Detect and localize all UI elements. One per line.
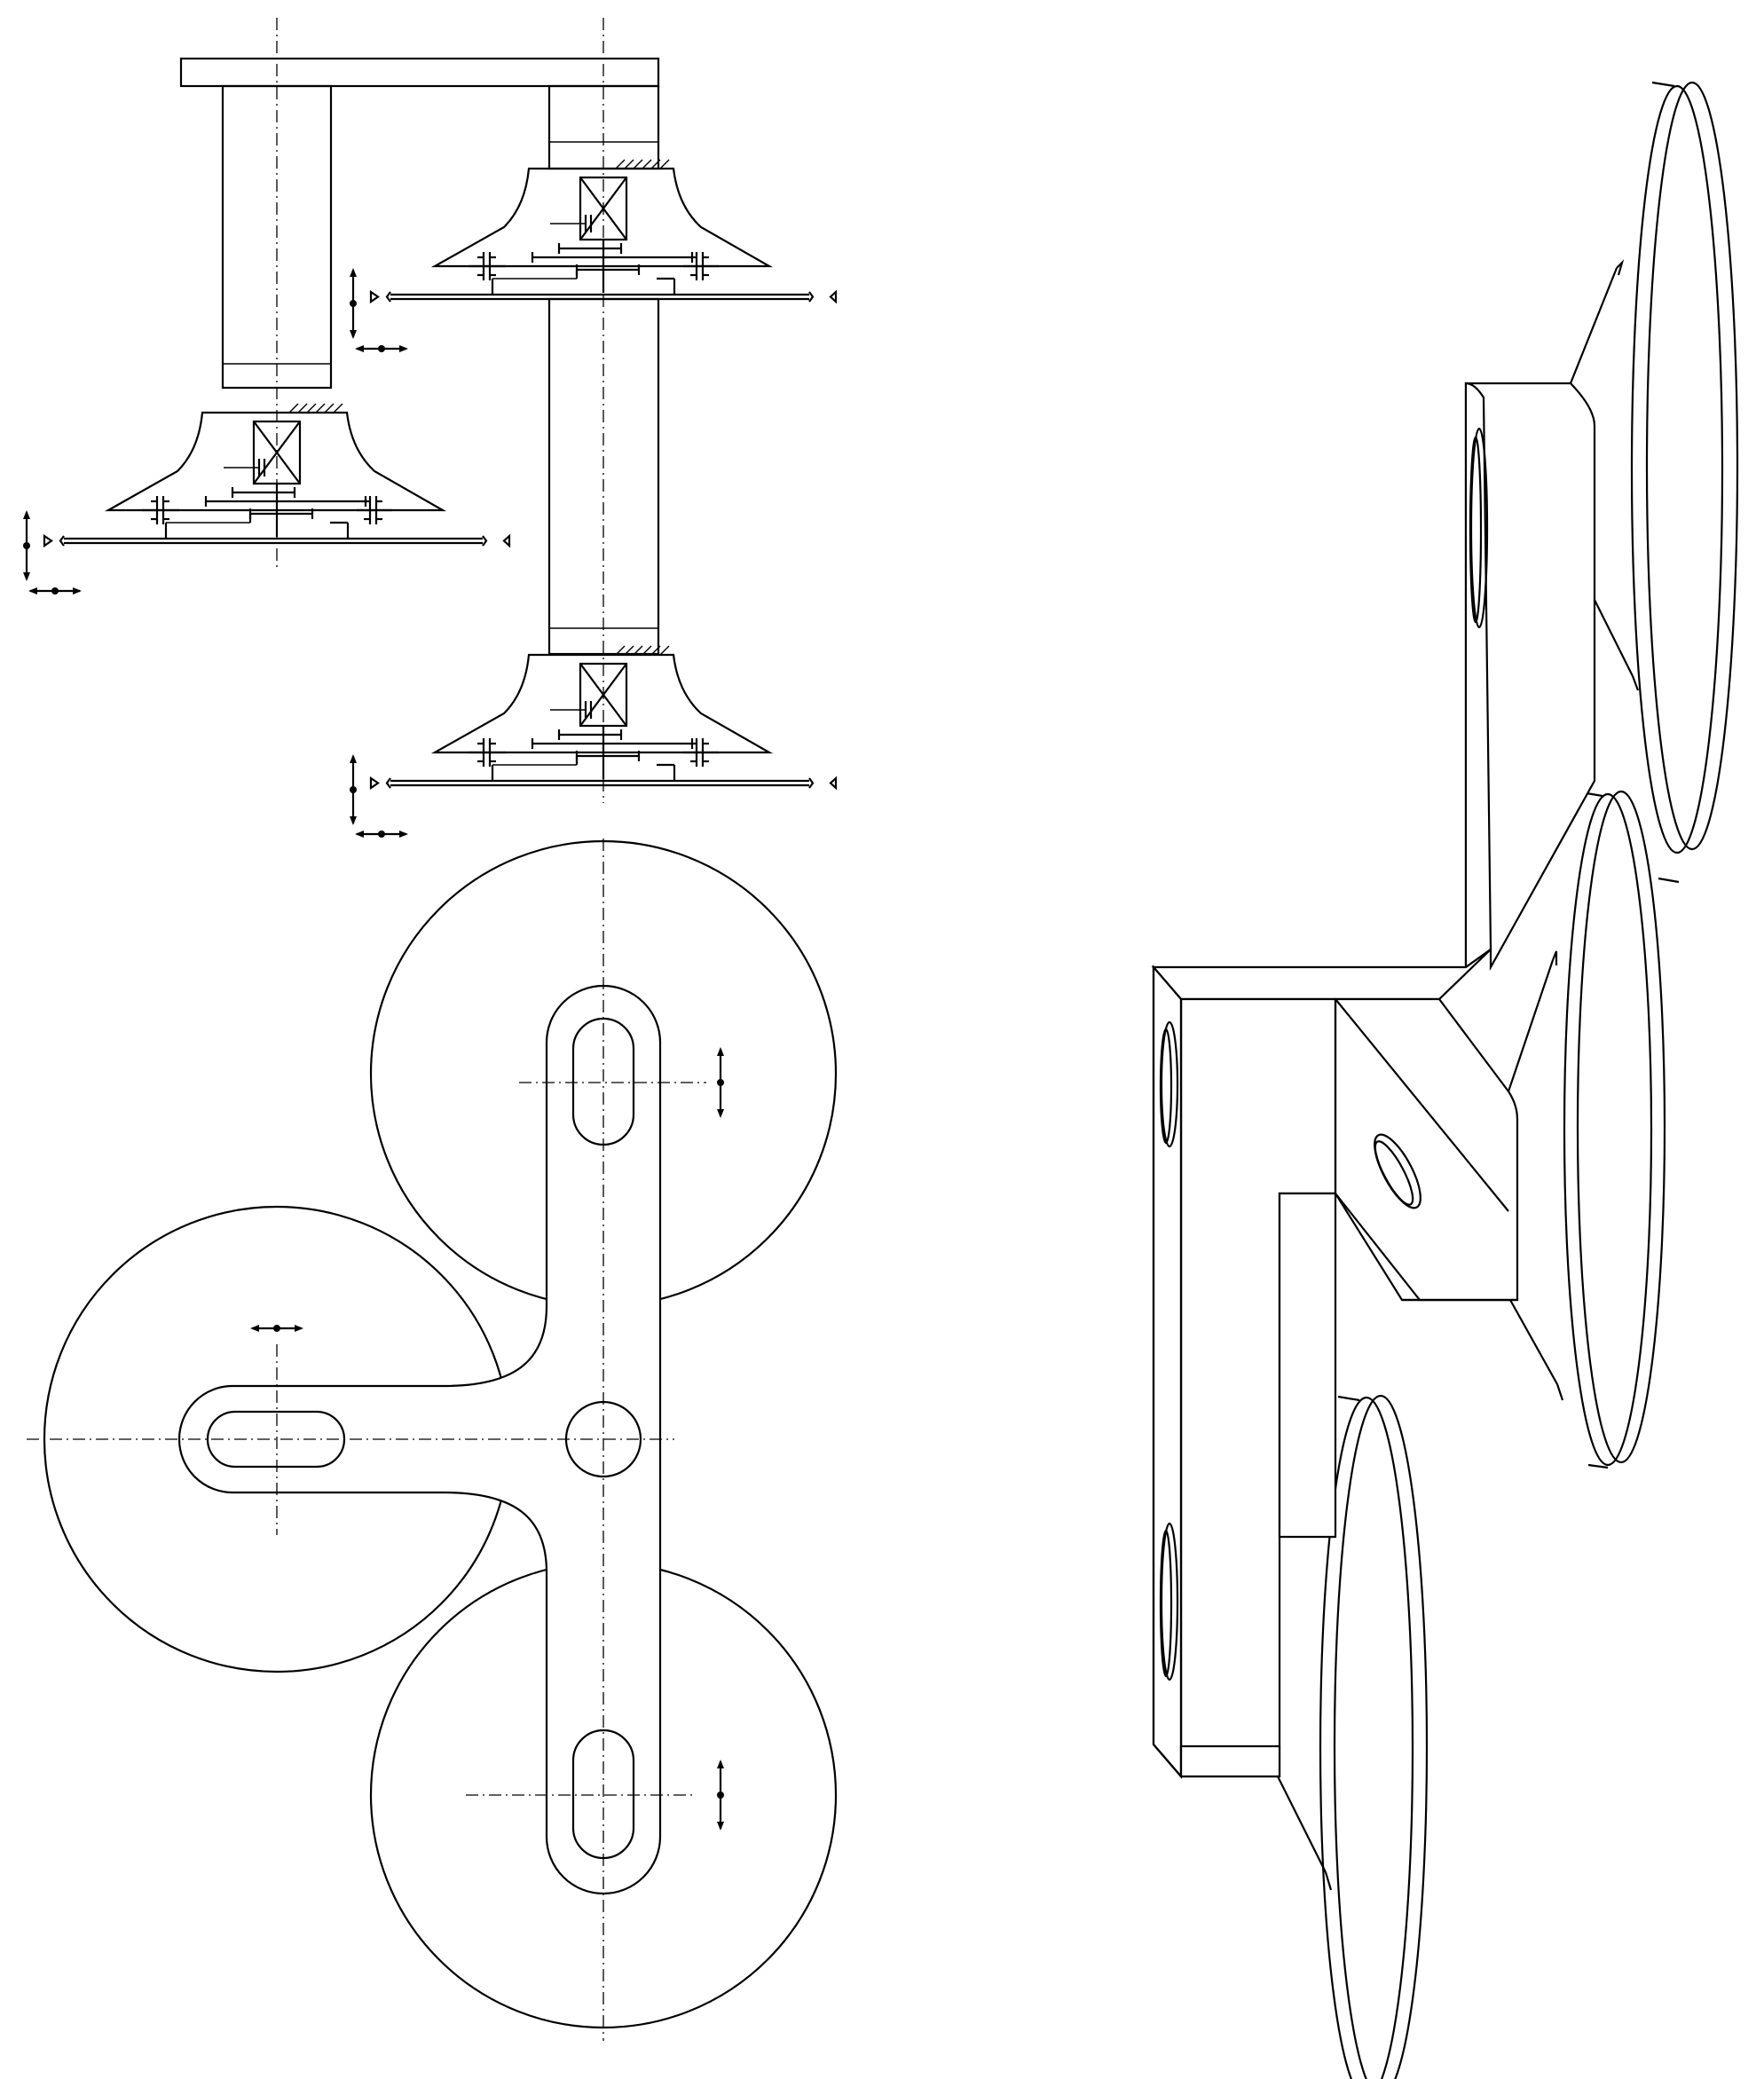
vertical-motion-arrow: [21, 508, 32, 583]
mounting-hole: [1159, 1028, 1173, 1145]
vertical-motion-arrow: [348, 752, 358, 827]
cross-beam: [179, 57, 660, 88]
suction-disc-front: [1319, 1395, 1429, 2079]
vertical-motion-arrow: [348, 266, 358, 341]
suction-disc-back: [1630, 81, 1739, 884]
bracket-body: [1151, 382, 1596, 1779]
horizontal-motion-arrow: [27, 586, 83, 596]
top-view: [27, 839, 838, 2041]
suction-disc-middle: [1563, 790, 1666, 1469]
front-view: [21, 18, 838, 839]
horizontal-motion-arrow: [248, 1323, 305, 1334]
isometric-view: [1151, 81, 1739, 2079]
mounting-hole: [1374, 1140, 1414, 1206]
horizontal-motion-arrow: [353, 343, 410, 354]
vertical-motion-arrow: [715, 1045, 726, 1120]
vertical-motion-arrow: [715, 1758, 726, 1832]
mounting-hole: [1159, 1529, 1173, 1678]
horizontal-motion-arrow: [353, 829, 410, 839]
mounting-hole: [1469, 436, 1483, 624]
